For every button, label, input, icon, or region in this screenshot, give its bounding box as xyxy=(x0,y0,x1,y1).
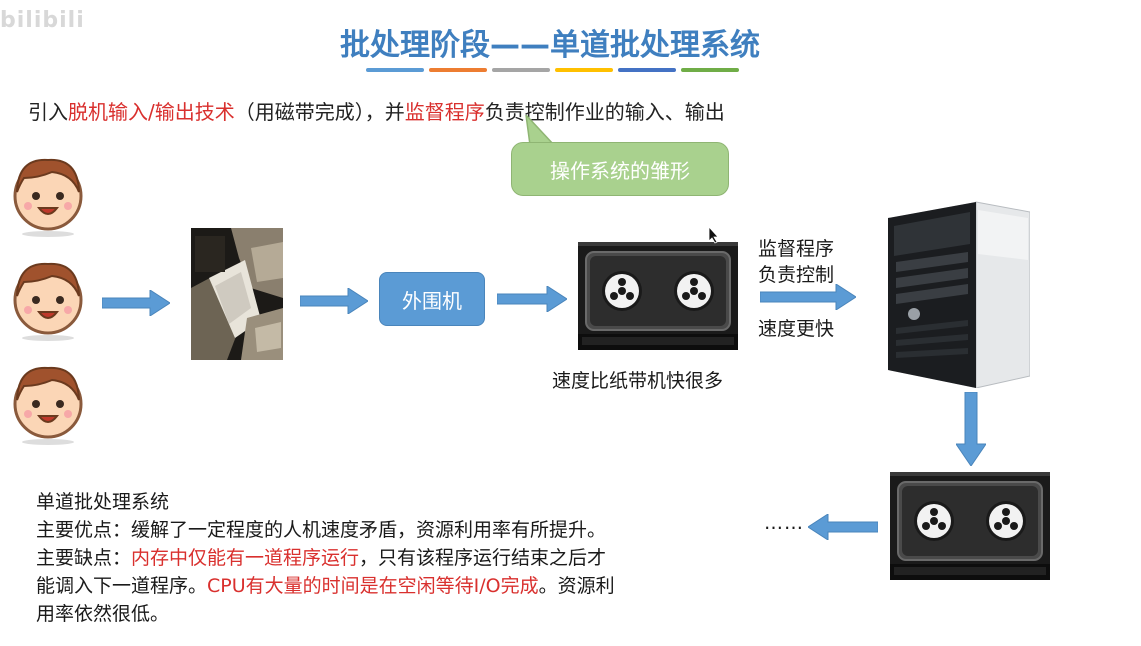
conclusion-line3: 能调入下一道程序。CPU有大量的时间是在空闲等待I/O完成。资源利 xyxy=(36,572,756,600)
watermark: bilibili xyxy=(0,8,85,33)
dis-red-text: 内存中仅能有一道程序运行 xyxy=(131,547,360,569)
user-face-icon xyxy=(13,262,83,341)
tape-drive-icon xyxy=(578,242,738,350)
supervisor-speed-label: 速度更快 xyxy=(758,318,835,340)
mouse-cursor-icon xyxy=(708,226,719,244)
supervisor-label-line1: 监督程序 xyxy=(758,238,835,260)
title-underline-2 xyxy=(429,68,487,72)
line3-end: 。资源利 xyxy=(538,575,615,597)
dis-label: 主要缺点： xyxy=(36,547,132,569)
user-face-icon xyxy=(13,158,83,237)
tape-speed-caption: 速度比纸带机快很多 xyxy=(552,370,724,392)
title-underline-4 xyxy=(555,68,613,72)
title-underline-5 xyxy=(618,68,676,72)
arrow-icon xyxy=(102,290,170,316)
arrow-icon xyxy=(808,514,878,540)
arrow-icon xyxy=(956,392,986,466)
intro-supervisor: 监督程序 xyxy=(404,100,485,124)
user-face-icon xyxy=(13,366,83,445)
intro-offline-io: 脱机输入/输出技术 xyxy=(68,100,235,124)
conclusion-line4: 用率依然很低。 xyxy=(36,603,170,625)
line3-red-text: CPU有大量的时间是在空闲等待I/O完成 xyxy=(207,575,539,597)
peripheral-machine-box: 外围机 xyxy=(379,272,485,326)
line3-text: 能调入下一道程序。 xyxy=(36,575,208,597)
adv-text: 缓解了一定程度的人机速度矛盾，资源利用率有所提升。 xyxy=(131,519,607,541)
callout-tail xyxy=(525,115,556,145)
conclusion-disadvantages: 主要缺点：内存中仅能有一道程序运行，只有该程序运行结束之后才 xyxy=(36,544,756,572)
adv-label: 主要优点： xyxy=(36,519,132,541)
ellipsis-text: …… xyxy=(764,512,804,534)
server-tower-icon xyxy=(888,201,1030,388)
conclusion-advantages: 主要优点：缓解了一定程度的人机速度矛盾，资源利用率有所提升。 xyxy=(36,516,756,544)
intro-part-1: 引入 xyxy=(28,100,68,124)
card-reader-photo xyxy=(191,228,283,360)
conclusion-heading: 单道批处理系统 xyxy=(36,491,170,513)
tape-drive-icon xyxy=(890,472,1050,580)
intro-part-3: 负责控制作业的输入、输出 xyxy=(484,100,725,124)
arrow-icon xyxy=(300,288,368,314)
arrow-icon xyxy=(760,284,856,310)
arrow-icon xyxy=(497,286,567,312)
intro-text: 引入脱机输入/输出技术（用磁带完成），并监督程序负责控制作业的输入、输出 xyxy=(28,96,725,125)
conclusion-block: 单道批处理系统 主要优点：缓解了一定程度的人机速度矛盾，资源利用率有所提升。 主… xyxy=(36,488,756,628)
dis-text: ，只有该程序运行结束之后才 xyxy=(359,547,607,569)
supervisor-label-line2: 负责控制 xyxy=(758,264,835,286)
title-underline-3 xyxy=(492,68,550,72)
intro-part-2: （用磁带完成），并 xyxy=(234,100,405,124)
title-underline-6 xyxy=(681,68,739,72)
page-title: 批处理阶段——单道批处理系统 xyxy=(340,28,760,63)
callout-os-prototype: 操作系统的雏形 xyxy=(511,142,729,196)
title-underline-1 xyxy=(366,68,424,72)
